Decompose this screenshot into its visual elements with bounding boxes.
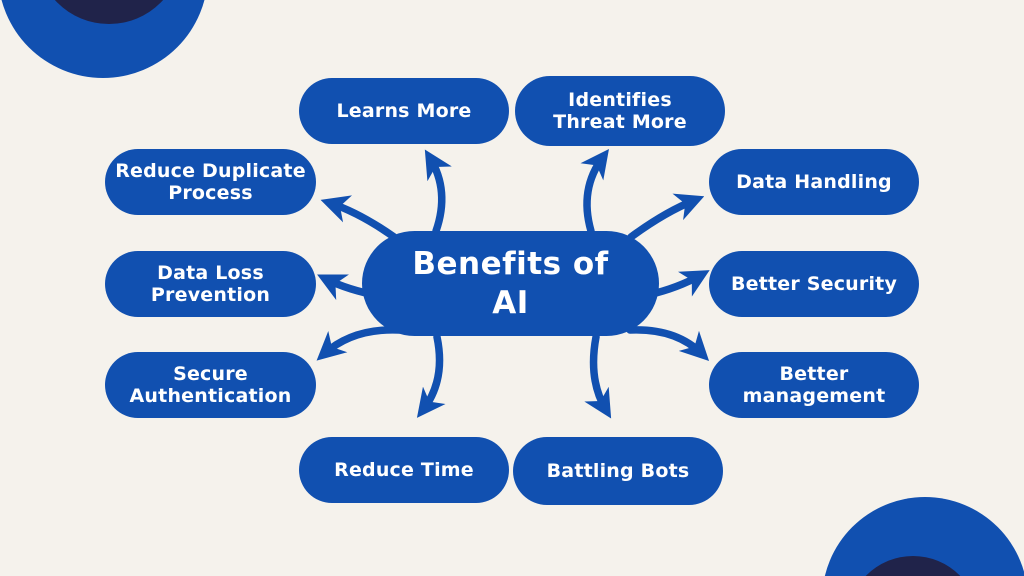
arrow-to-reduce-time <box>416 333 446 418</box>
node-label: management <box>742 385 886 407</box>
arrow-to-secure-auth <box>316 326 403 361</box>
node-label: Better Security <box>730 272 898 295</box>
center-node-benefits-of-ai: Benefits of AI <box>362 231 659 336</box>
node-label: Authentication <box>129 385 292 407</box>
node-reduce-duplicate-process: Reduce Duplicate Process <box>105 149 316 215</box>
arrow-to-data-handling <box>627 193 705 241</box>
node-secure-authentication: Secure Authentication <box>105 352 316 418</box>
node-battling-bots: Battling Bots <box>513 437 723 505</box>
node-better-security: Better Security <box>709 251 919 317</box>
arrow-to-learns-more <box>424 149 452 235</box>
node-better-management: Better management <box>709 352 919 418</box>
arrow-to-better-management <box>626 326 710 362</box>
node-label: Better <box>779 362 849 385</box>
arrow-to-reduce-duplicate <box>320 195 398 241</box>
arrow-to-battling-bots <box>584 333 612 419</box>
center-node-label-line1: Benefits of <box>412 245 609 282</box>
node-label: Threat More <box>553 111 687 133</box>
node-identifies-threat-more: Identifies Threat More <box>515 76 725 146</box>
node-label: Identifies <box>568 88 672 111</box>
node-label: Data Loss <box>157 261 264 284</box>
node-label: Reduce Time <box>334 458 474 481</box>
node-label: Learns More <box>336 99 472 122</box>
node-label: Reduce Duplicate <box>115 159 306 182</box>
center-node-label-line2: AI <box>492 284 529 321</box>
node-data-handling: Data Handling <box>709 149 919 215</box>
node-label: Battling Bots <box>546 459 690 482</box>
node-label: Data Handling <box>736 170 892 193</box>
node-label: Prevention <box>150 284 271 306</box>
node-reduce-time: Reduce Time <box>299 437 509 503</box>
arrow-to-identifies-threat <box>580 149 609 235</box>
node-learns-more: Learns More <box>299 78 509 144</box>
node-label: Secure <box>173 362 248 385</box>
node-data-loss-prevention: Data Loss Prevention <box>105 251 316 317</box>
node-label: Process <box>168 182 253 204</box>
